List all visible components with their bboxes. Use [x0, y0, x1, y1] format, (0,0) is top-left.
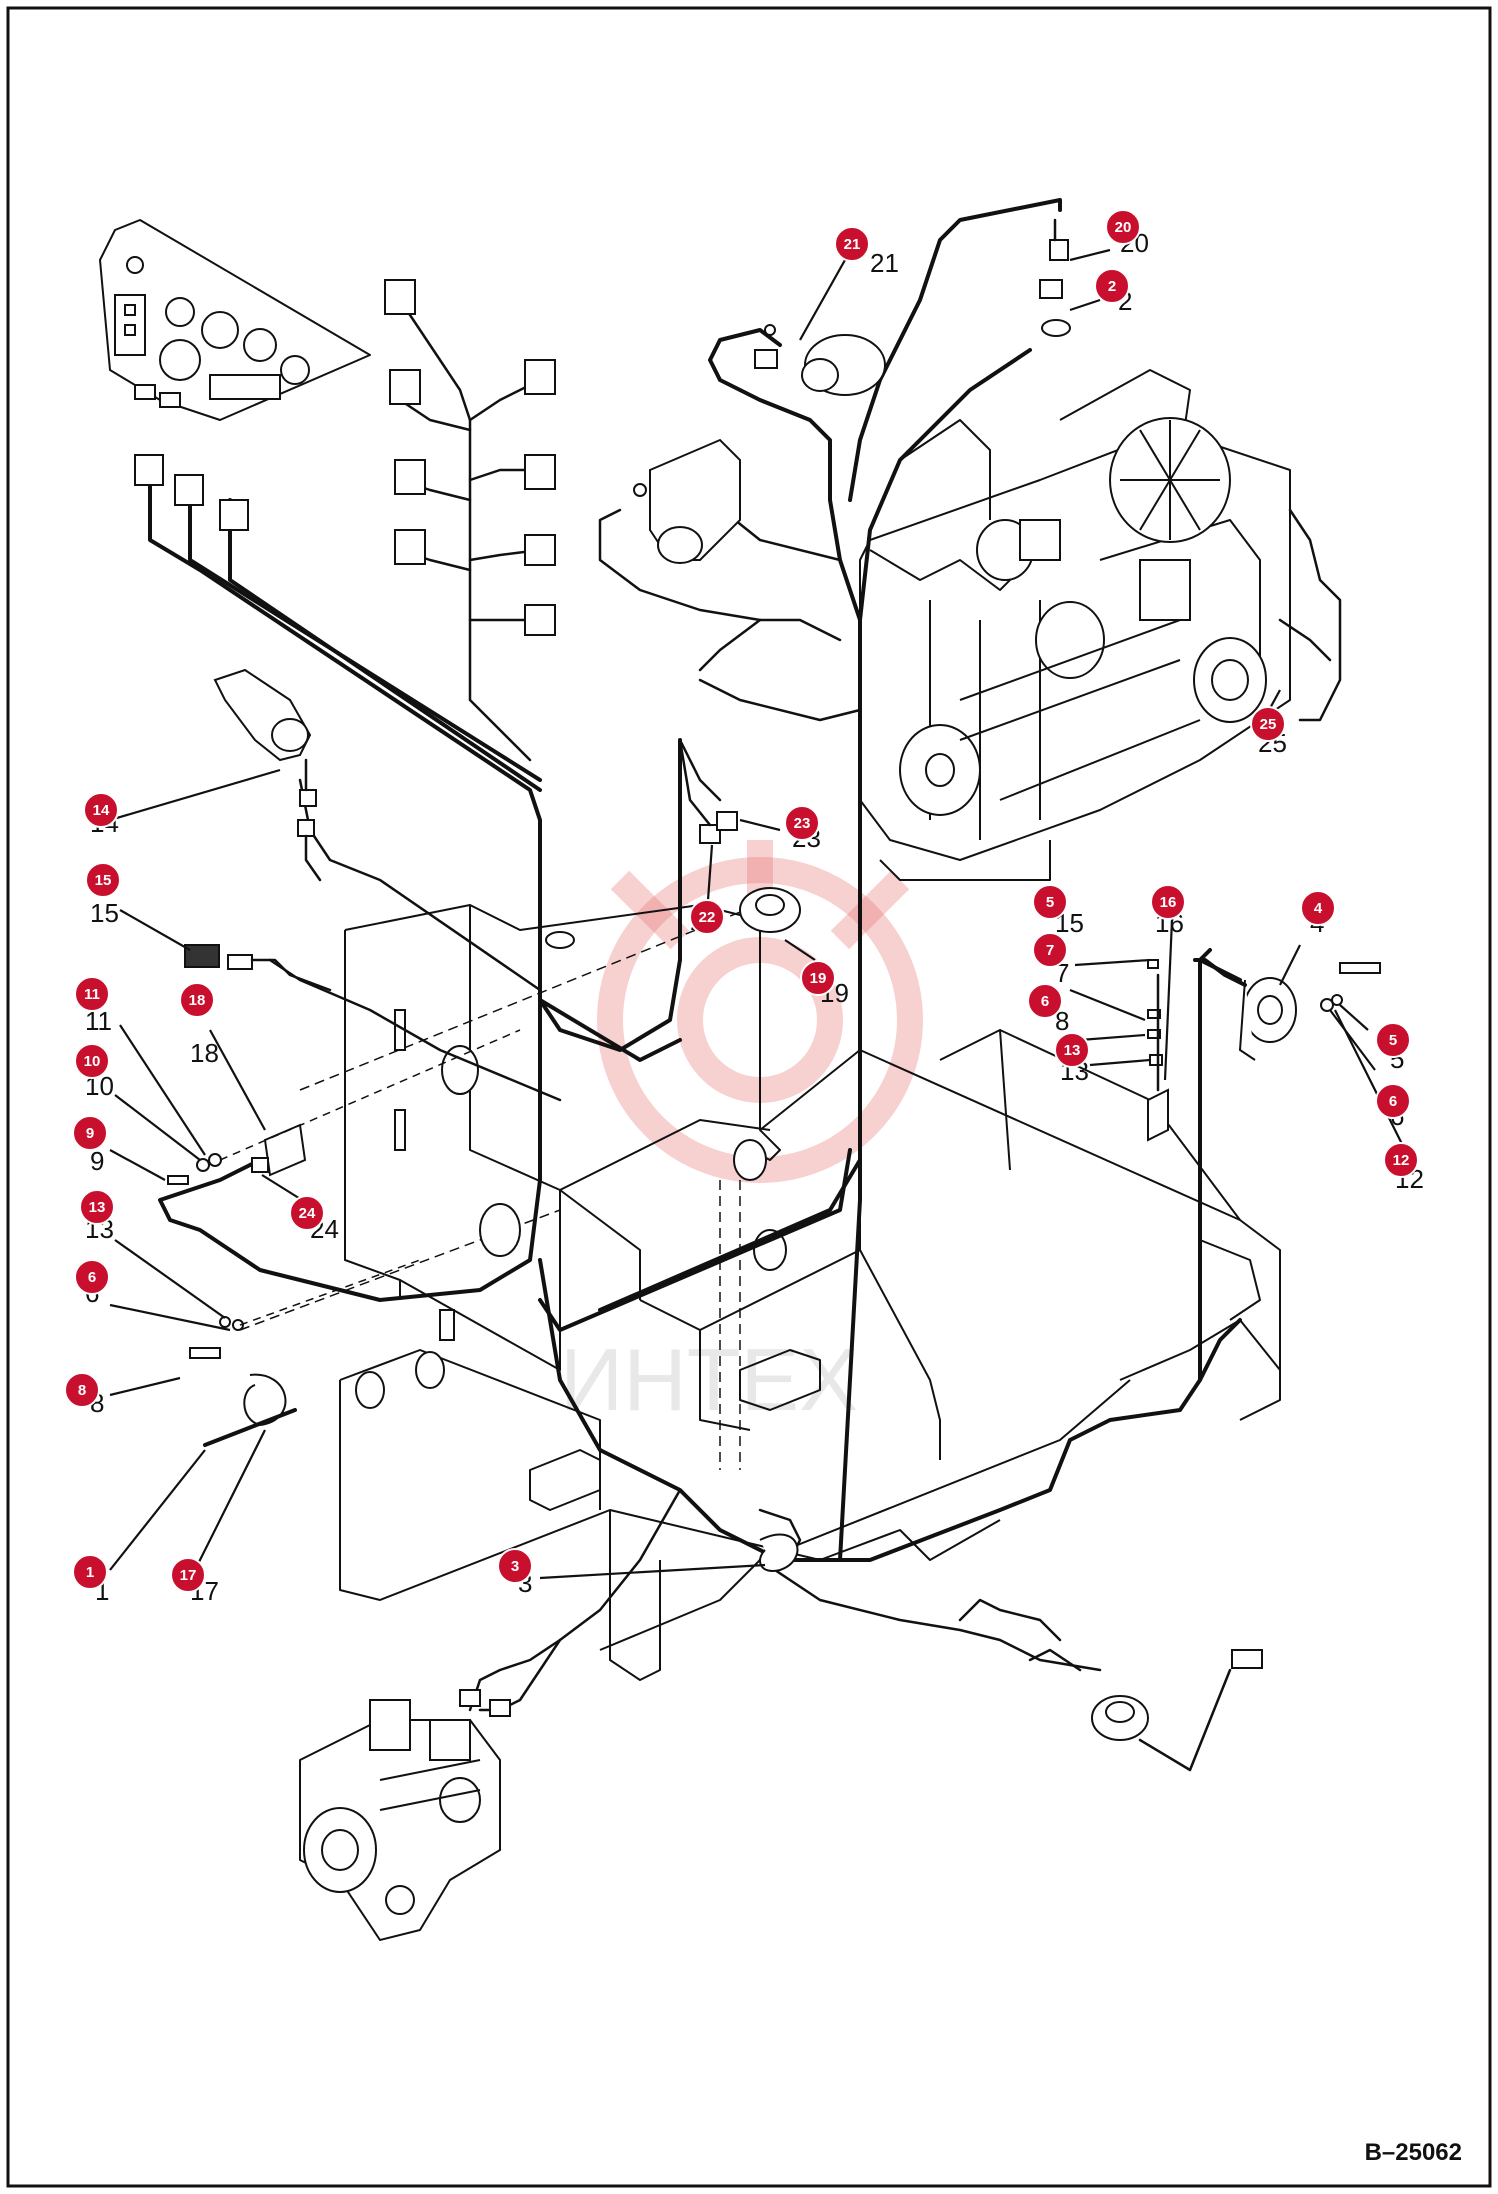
callout-13b[interactable]: 13	[79, 1189, 115, 1225]
callout-20[interactable]: 20	[1105, 209, 1141, 245]
callout-6a[interactable]: 6	[1027, 983, 1063, 1019]
clamp-3	[759, 1533, 799, 1572]
svg-text:15: 15	[95, 872, 112, 889]
svg-text:20: 20	[1115, 219, 1132, 236]
svg-text:18: 18	[189, 992, 206, 1009]
callout-16[interactable]: 16	[1150, 884, 1186, 920]
svg-text:9: 9	[86, 1125, 94, 1142]
callout-15[interactable]: 15	[85, 862, 121, 898]
svg-text:13: 13	[1064, 1042, 1081, 1059]
callout-2[interactable]: 2	[1094, 268, 1130, 304]
callout-23[interactable]: 23	[784, 805, 820, 841]
svg-text:25: 25	[1260, 716, 1277, 733]
temp-sender	[1039, 218, 1071, 337]
svg-text:22: 22	[699, 909, 716, 926]
svg-text:14: 14	[93, 802, 110, 819]
svg-text:10: 10	[84, 1053, 101, 1070]
horn-assembly	[1147, 958, 1381, 1142]
svg-text:2: 2	[1108, 278, 1116, 295]
callout-17[interactable]: 17	[170, 1557, 206, 1593]
watermark-text: ИНТЕХ	[560, 1330, 858, 1429]
callout-18[interactable]: 18	[179, 982, 215, 1018]
svg-text:9: 9	[90, 1146, 104, 1176]
callout-10[interactable]: 10	[74, 1043, 110, 1079]
svg-text:24: 24	[299, 1205, 316, 1222]
panel-connectors	[134, 454, 249, 531]
callout-21[interactable]: 21	[834, 226, 870, 262]
callout-24[interactable]: 24	[289, 1195, 325, 1231]
svg-text:11: 11	[84, 986, 100, 1003]
starter-motor	[633, 438, 741, 564]
callout-3[interactable]: 3	[497, 1548, 533, 1584]
svg-text:3: 3	[511, 1558, 519, 1575]
sensor-22-23	[678, 738, 738, 844]
alternator	[754, 324, 886, 396]
oil-pressure-switch	[739, 887, 801, 933]
callout-25[interactable]: 25	[1250, 706, 1286, 742]
callout-9[interactable]: 9	[72, 1115, 108, 1151]
svg-text:23: 23	[794, 815, 811, 832]
callout-14[interactable]: 14	[83, 792, 119, 828]
instrument-panel	[99, 219, 371, 421]
callout-19[interactable]: 19	[800, 960, 836, 996]
hydraulic-pump	[299, 1689, 511, 1941]
callout-5a[interactable]: 5	[1032, 884, 1068, 920]
svg-text:7: 7	[1046, 942, 1054, 959]
callouts: 21 20 2 25 14 15 23 22 19 5 16 4 7 6 13 …	[64, 209, 1419, 1593]
leader-lines	[109, 248, 1406, 1580]
connector-15	[184, 944, 332, 992]
bracket-assembly-left	[167, 1029, 521, 1185]
callout-1[interactable]: 1	[72, 1554, 108, 1590]
callout-4[interactable]: 4	[1300, 890, 1336, 926]
svg-text:19: 19	[810, 970, 827, 987]
backup-alarm	[1091, 1649, 1263, 1772]
svg-text:4: 4	[1314, 900, 1323, 917]
svg-text:6: 6	[88, 1269, 96, 1286]
callout-13a[interactable]: 13	[1054, 1032, 1090, 1068]
callout-12[interactable]: 12	[1383, 1142, 1419, 1178]
svg-text:5: 5	[1046, 894, 1054, 911]
callout-6c[interactable]: 6	[74, 1259, 110, 1295]
svg-text:12: 12	[1393, 1152, 1410, 1169]
svg-text:6: 6	[1041, 993, 1049, 1010]
svg-text:18: 18	[190, 1038, 219, 1068]
drawing-border	[6, 6, 1492, 2188]
relay-connectors	[384, 279, 556, 636]
wiring-harness	[148, 198, 1342, 1712]
key-switch	[213, 668, 322, 882]
svg-text:5: 5	[1389, 1032, 1397, 1049]
svg-text:6: 6	[1389, 1093, 1397, 1110]
callout-22[interactable]: 22	[689, 899, 725, 935]
svg-text:8: 8	[1055, 1006, 1069, 1036]
callout-8[interactable]: 8	[64, 1372, 100, 1408]
clamp-assembly-left	[189, 1259, 421, 1447]
watermark-logo: ИНТЕХ	[560, 840, 923, 1429]
svg-text:13: 13	[89, 1199, 106, 1216]
svg-text:21: 21	[844, 236, 861, 253]
svg-text:21: 21	[870, 248, 899, 278]
callout-7[interactable]: 7	[1032, 932, 1068, 968]
drawing-number: B–25062	[1365, 2139, 1462, 2166]
svg-text:8: 8	[78, 1382, 86, 1399]
svg-text:17: 17	[180, 1567, 197, 1584]
svg-text:1: 1	[86, 1564, 94, 1581]
callout-6b[interactable]: 6	[1375, 1083, 1411, 1119]
svg-text:15: 15	[90, 898, 119, 928]
callout-5b[interactable]: 5	[1375, 1022, 1411, 1058]
callout-11[interactable]: 11	[74, 976, 110, 1012]
svg-text:16: 16	[1160, 894, 1177, 911]
engine-assembly	[859, 369, 1291, 881]
